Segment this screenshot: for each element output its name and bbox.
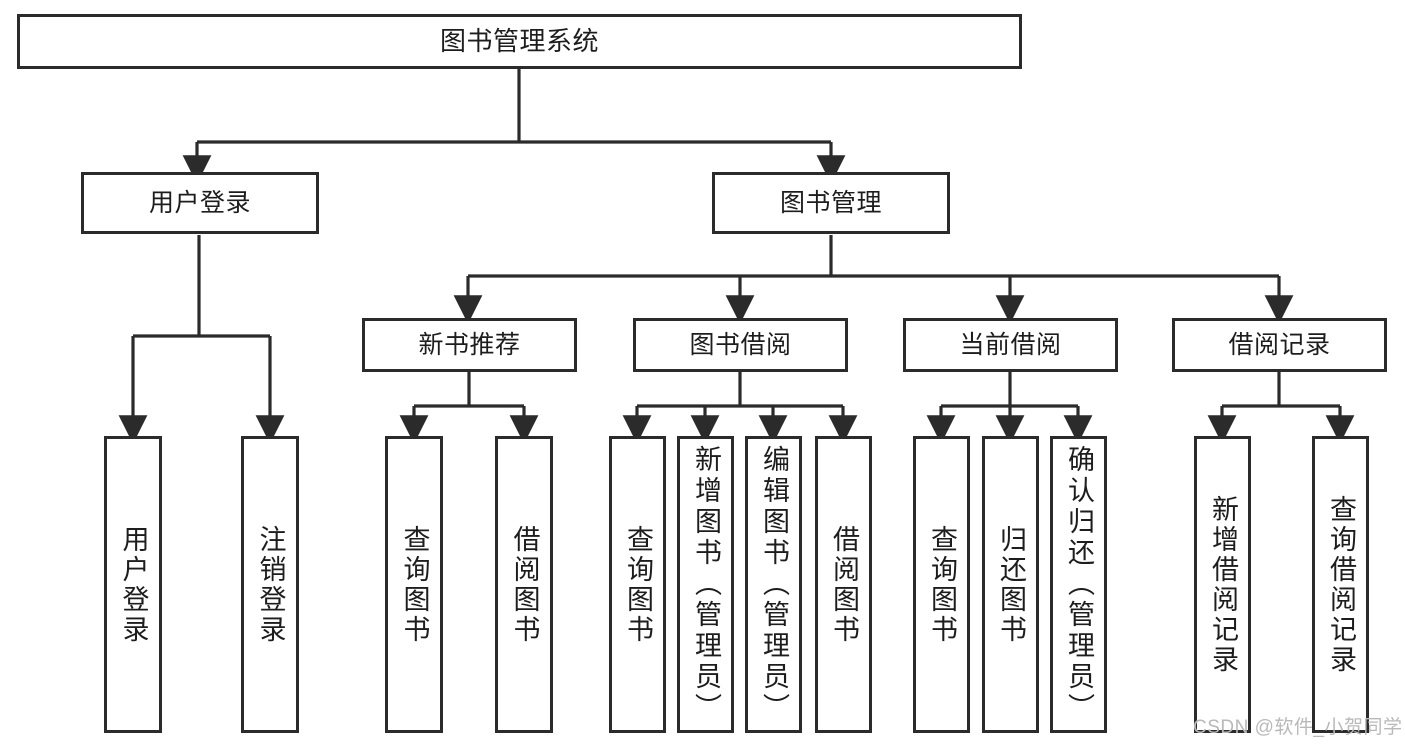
node-new-book-recommend-label: 新书推荐 xyxy=(418,331,521,359)
node-leaf-edit-book-label: 编辑图书（管理员） xyxy=(759,445,789,724)
node-book-borrow[interactable]: 图书借阅 xyxy=(633,318,848,372)
node-leaf-return-book-label: 归还图书 xyxy=(996,524,1026,645)
node-root[interactable]: 图书管理系统 xyxy=(17,14,1022,69)
node-book-manage-label: 图书管理 xyxy=(779,189,882,217)
node-leaf-logout-login-label: 注销登录 xyxy=(255,524,286,645)
node-borrow-record[interactable]: 借阅记录 xyxy=(1172,318,1387,372)
node-leaf-confirm-return[interactable]: 确认归还（管理员） xyxy=(1050,436,1107,733)
node-leaf-borrow-book-1[interactable]: 借阅图书 xyxy=(495,436,553,733)
node-leaf-query-book-2[interactable]: 查询图书 xyxy=(609,436,666,733)
node-leaf-add-record-label: 新增借阅记录 xyxy=(1208,494,1238,675)
node-book-borrow-label: 图书借阅 xyxy=(689,331,792,359)
node-leaf-edit-book[interactable]: 编辑图书（管理员） xyxy=(745,436,802,733)
node-root-label: 图书管理系统 xyxy=(439,25,599,56)
node-leaf-return-book[interactable]: 归还图书 xyxy=(982,436,1039,733)
node-leaf-borrow-book-2-label: 借阅图书 xyxy=(829,524,859,645)
node-leaf-query-record-label: 查询借阅记录 xyxy=(1326,494,1356,675)
node-leaf-borrow-book-1-label: 借阅图书 xyxy=(509,524,540,645)
node-book-manage[interactable]: 图书管理 xyxy=(712,172,950,234)
node-current-borrow[interactable]: 当前借阅 xyxy=(903,318,1118,372)
node-user-login[interactable]: 用户登录 xyxy=(81,172,319,234)
node-leaf-query-book-2-label: 查询图书 xyxy=(623,524,653,645)
node-leaf-user-login[interactable]: 用户登录 xyxy=(104,436,162,733)
node-leaf-logout-login[interactable]: 注销登录 xyxy=(241,436,299,733)
watermark-text: CSDN @软件_小贺同学 xyxy=(1193,717,1403,738)
node-user-login-label: 用户登录 xyxy=(148,189,251,217)
node-leaf-query-book-3[interactable]: 查询图书 xyxy=(913,436,970,733)
node-leaf-query-book-3-label: 查询图书 xyxy=(927,524,957,645)
node-leaf-add-book-label: 新增图书（管理员） xyxy=(691,445,721,724)
node-leaf-user-login-label: 用户登录 xyxy=(118,524,149,645)
node-leaf-borrow-book-2[interactable]: 借阅图书 xyxy=(815,436,872,733)
node-leaf-query-book-1-label: 查询图书 xyxy=(399,524,430,645)
node-leaf-add-book[interactable]: 新增图书（管理员） xyxy=(677,436,734,733)
node-leaf-query-book-1[interactable]: 查询图书 xyxy=(385,436,443,733)
node-new-book-recommend[interactable]: 新书推荐 xyxy=(362,318,577,372)
node-leaf-confirm-return-label: 确认归还（管理员） xyxy=(1064,445,1094,724)
node-borrow-record-label: 借阅记录 xyxy=(1228,331,1331,359)
node-leaf-add-record[interactable]: 新增借阅记录 xyxy=(1194,436,1251,733)
node-leaf-query-record[interactable]: 查询借阅记录 xyxy=(1312,436,1369,733)
node-current-borrow-label: 当前借阅 xyxy=(959,331,1062,359)
